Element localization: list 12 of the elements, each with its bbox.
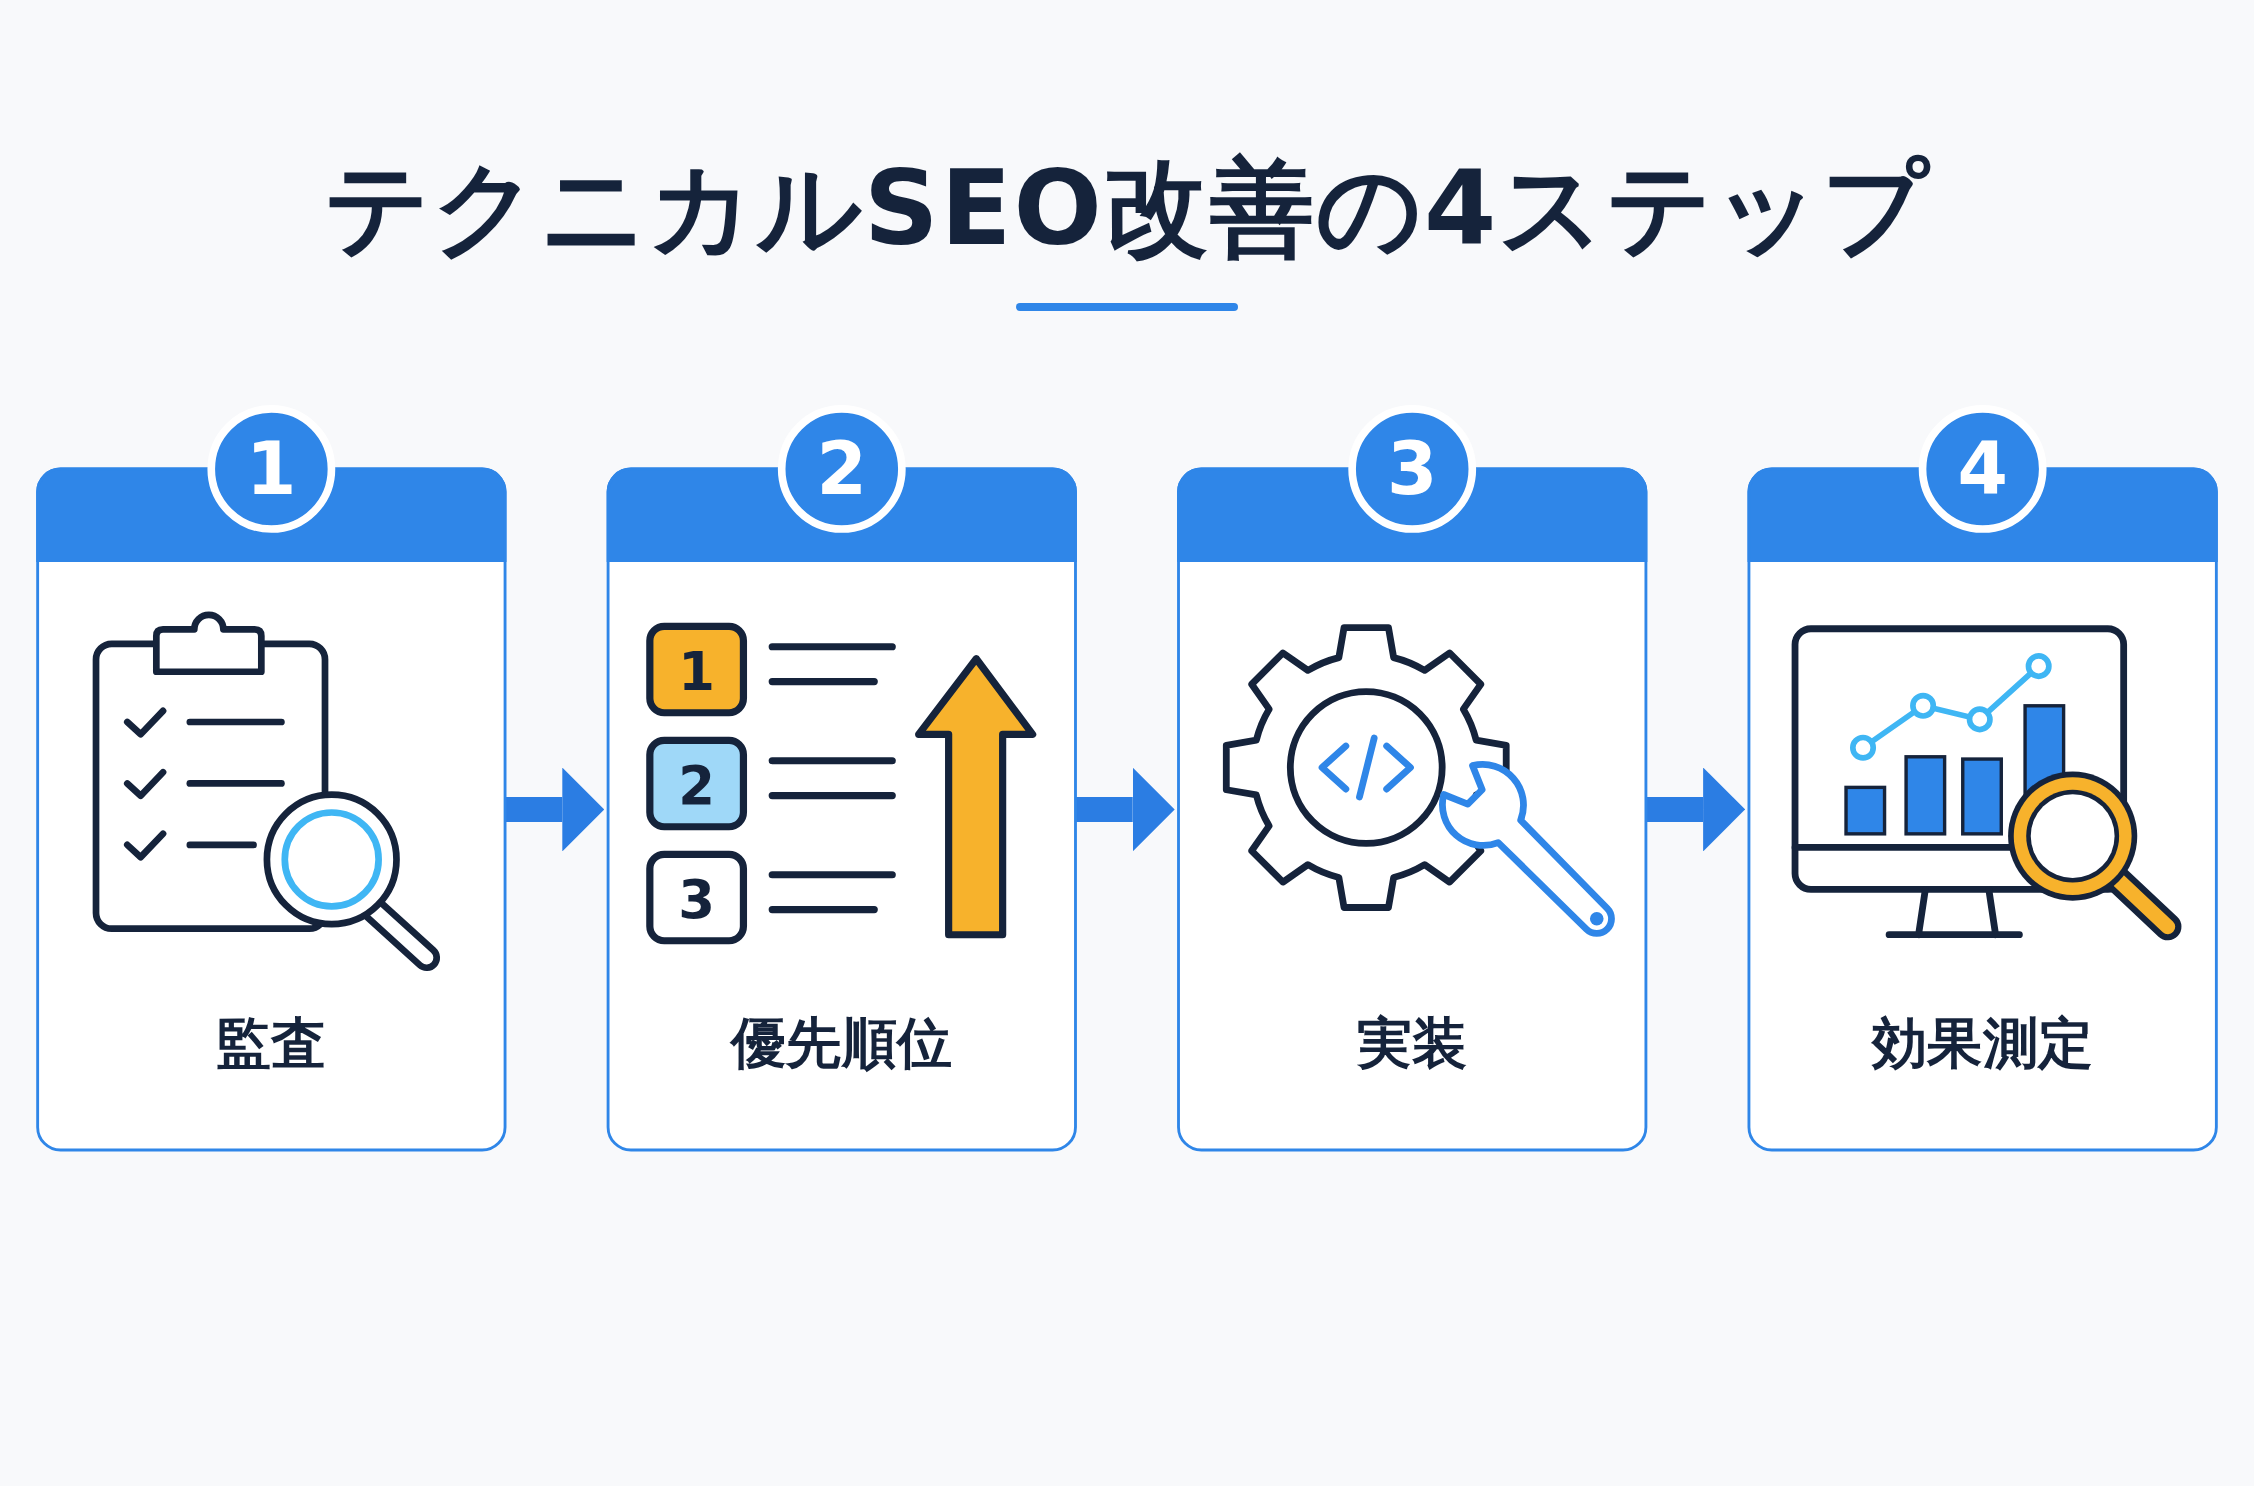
rank-number: 1 [678, 641, 715, 703]
step-number-badge: 2 [777, 405, 906, 533]
step-title: 優先順位 [731, 1009, 953, 1077]
step-title: 実装 [1356, 1009, 1468, 1077]
step-title: 監査 [216, 1009, 327, 1077]
step-number-badge: 3 [1348, 405, 1477, 533]
step-number-badge: 4 [1918, 405, 2047, 533]
rank-number: 2 [678, 755, 715, 817]
step-title: 効果測定 [1872, 1009, 2094, 1077]
step-number-badge: 1 [207, 405, 336, 533]
title: テクニカルSEO改善の4ステップ [323, 146, 1931, 271]
rank-number: 3 [678, 869, 715, 931]
